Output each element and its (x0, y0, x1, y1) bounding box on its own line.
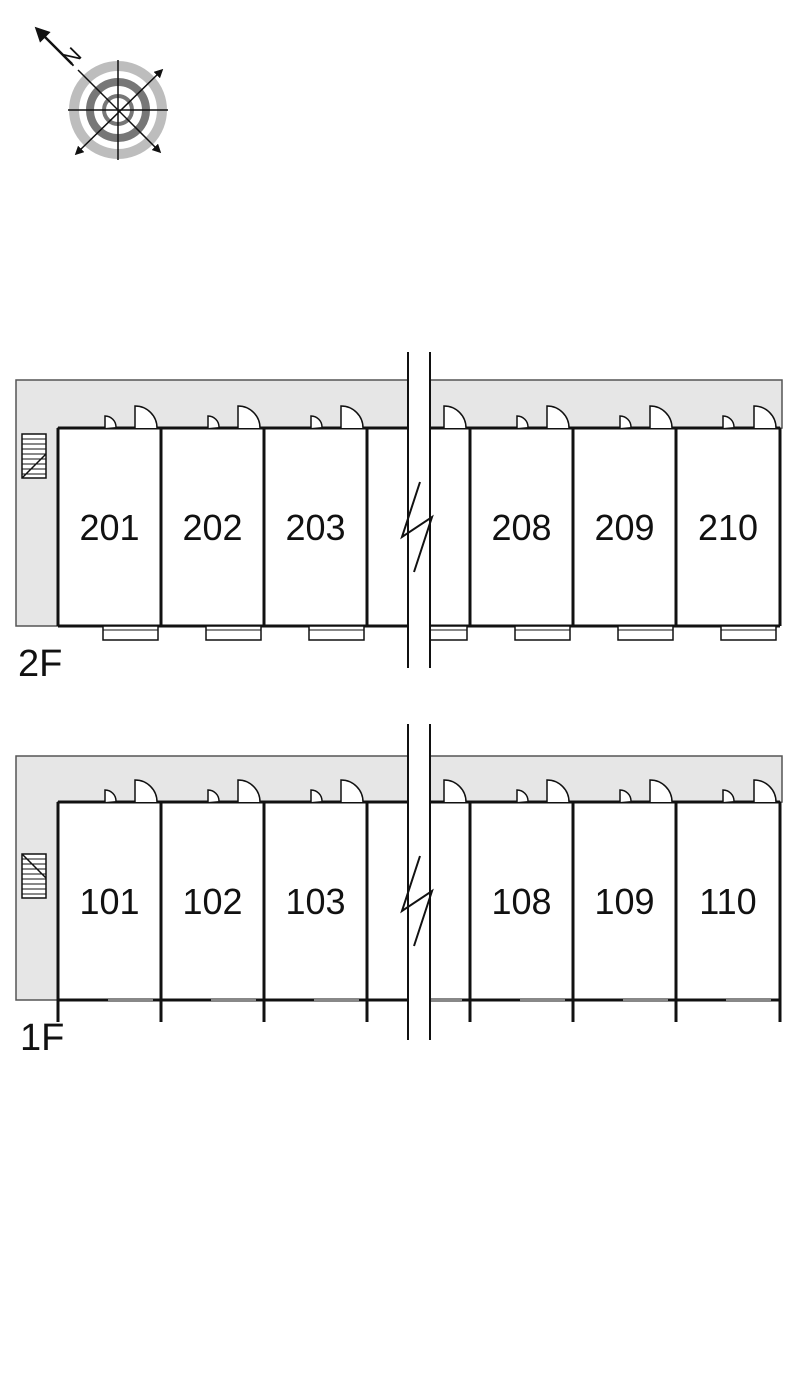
door-swing-icon (649, 779, 673, 803)
unit-label: 202 (182, 507, 242, 548)
unit-label: 103 (285, 881, 345, 922)
balcony (308, 625, 365, 641)
door-swing-icon (134, 405, 158, 429)
unit-label: 209 (594, 507, 654, 548)
meter-box-icon (722, 789, 735, 802)
unit-label: 210 (698, 507, 758, 548)
door-swing-icon (340, 405, 364, 429)
door-swing-icon (546, 779, 570, 803)
balcony (617, 625, 674, 641)
door-swing-icon (443, 779, 467, 803)
unit-label: 108 (491, 881, 551, 922)
door-swing-icon (753, 779, 777, 803)
balcony (102, 625, 159, 641)
balcony (205, 625, 262, 641)
balcony (720, 625, 777, 641)
floor-1f-plan: 101 102 103 108 109 110 (15, 724, 783, 1040)
meter-box-icon (104, 415, 117, 428)
break-zigzag (400, 855, 434, 947)
floor-2f-plan: 201 202 203 208 209 210 (15, 352, 783, 668)
break-zigzag (400, 481, 434, 573)
door-swing-icon (237, 779, 261, 803)
unit-label: 208 (491, 507, 551, 548)
staircase-icon (21, 433, 47, 479)
meter-box-icon (207, 789, 220, 802)
unit-label: 110 (699, 881, 756, 922)
door-swing-icon (134, 779, 158, 803)
meter-box-icon (619, 789, 632, 802)
door-swing-icon (649, 405, 673, 429)
door-swing-icon (546, 405, 570, 429)
door-swing-icon (237, 405, 261, 429)
door-swing-icon (443, 405, 467, 429)
balcony (514, 625, 571, 641)
unit-label: 109 (594, 881, 654, 922)
unit-label: 102 (182, 881, 242, 922)
meter-box-icon (310, 789, 323, 802)
door-swing-icon (340, 779, 364, 803)
meter-box-icon (516, 789, 529, 802)
floor-label-1f: 1F (20, 1017, 64, 1059)
compass-north-label: N (58, 42, 87, 71)
compass-rose-icon: N (34, 26, 168, 160)
meter-box-icon (619, 415, 632, 428)
unit-label: 101 (79, 881, 139, 922)
meter-box-icon (207, 415, 220, 428)
meter-box-icon (104, 789, 117, 802)
meter-box-icon (722, 415, 735, 428)
staircase-icon (21, 853, 47, 899)
door-swing-icon (753, 405, 777, 429)
unit-label: 203 (285, 507, 345, 548)
meter-box-icon (516, 415, 529, 428)
meter-box-icon (310, 415, 323, 428)
unit-label: 201 (79, 507, 139, 548)
floor-label-2f: 2F (18, 643, 62, 685)
